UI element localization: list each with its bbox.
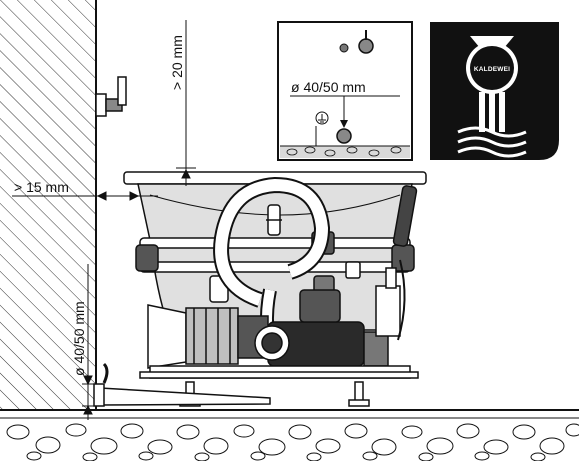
wall (0, 0, 97, 410)
base-frame (139, 365, 419, 407)
kaldewei-logo-text: KALDEWEI (474, 66, 510, 73)
bathtub (123, 171, 427, 331)
dimension-drain-vertical (82, 264, 98, 420)
floor-gravel (0, 409, 579, 461)
dimension-above-rim (176, 20, 196, 186)
control-unit (392, 185, 418, 341)
dimension-drain-vertical-label: ø 40/50 mm (71, 301, 87, 376)
dimension-above-rim-label: > 20 mm (169, 35, 185, 90)
wall-fitting (95, 76, 127, 117)
tub-frame (135, 231, 415, 303)
drain-pipe (93, 362, 271, 407)
kaldewei-logo (430, 22, 559, 160)
drain-fitting (266, 204, 282, 236)
dimension-wall-gap-label: > 15 mm (14, 179, 69, 195)
drain-inset-label: ø 40/50 mm (291, 79, 366, 95)
drain-inset (277, 21, 413, 161)
dimension-wall-gap (12, 191, 158, 201)
pump-unit (147, 267, 401, 369)
